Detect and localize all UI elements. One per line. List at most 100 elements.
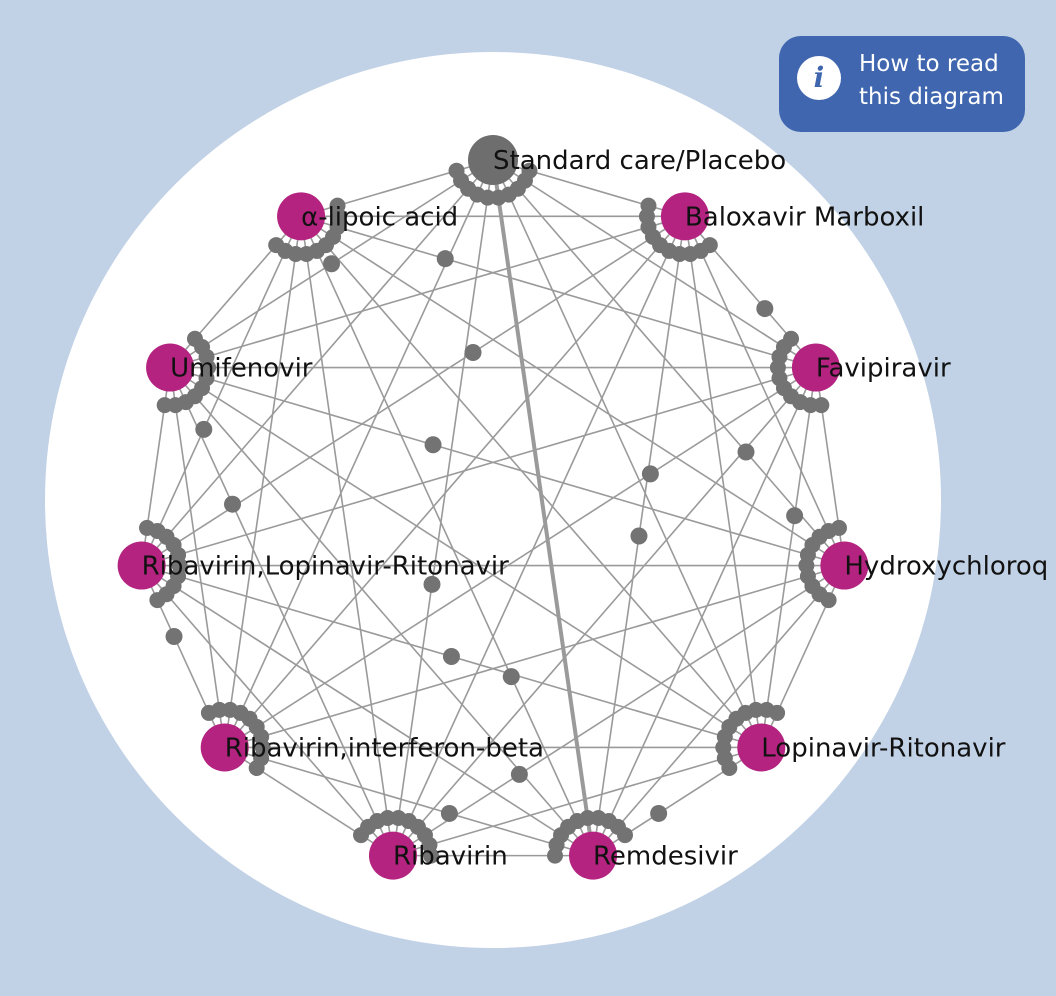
info-icon: i	[797, 56, 841, 100]
comparison-dot-favipiravir-lipoic-mid	[436, 250, 454, 268]
comparison-dots-layer	[139, 162, 847, 864]
edge-hcq-lipoic	[300, 215, 845, 567]
comparison-dot-favipiravir-lopinavir-mid	[786, 507, 804, 525]
edge-riba_ifn-umifenovir	[169, 367, 226, 748]
node-riba_ifn[interactable]	[200, 723, 249, 772]
nodes-layer	[117, 135, 869, 880]
comparison-dot-favipiravir-riba_ifn-mid	[641, 465, 659, 483]
node-label-lipoic: α-lipoic acid	[301, 202, 458, 232]
edge-remdesivir-lipoic	[300, 216, 594, 856]
edge-baloxavir-ribavirin	[392, 216, 686, 856]
comparison-dot-placebo-umifenovir-mid	[323, 255, 341, 273]
comparison-dot-ribavirin-lipoic-a	[379, 810, 396, 827]
node-label-umifenovir: Umifenovir	[170, 354, 313, 384]
edge-riba_lpv-lipoic	[140, 216, 302, 566]
comparison-dot-hcq-lopinavir-b	[769, 704, 786, 721]
edge-lopinavir-ribavirin	[392, 746, 762, 857]
comparison-dot-baloxavir-lipoic-a	[638, 208, 655, 225]
node-label-baloxavir: Baloxavir Marboxil	[685, 202, 924, 232]
node-label-ribavirin: Ribavirin	[393, 842, 508, 872]
node-riba_lpv[interactable]	[117, 541, 166, 590]
edge-favipiravir-riba_lpv	[141, 366, 817, 567]
edge-hcq-remdesivir	[592, 564, 845, 857]
how-to-read-label: How to read this diagram	[859, 48, 1019, 114]
comparison-dot-baloxavir-favipiravir-mid	[756, 300, 774, 318]
node-label-riba_lpv: Ribavirin,Lopinavir-Ritonavir	[142, 552, 509, 582]
edge-favipiravir-remdesivir	[592, 367, 817, 856]
network-background-circle	[45, 52, 941, 948]
comparison-dot-hcq-ribavirin-mid	[510, 765, 528, 783]
edge-hcq-umifenovir	[169, 366, 845, 567]
comparison-dot-hcq-umifenovir-mid	[424, 436, 442, 454]
comparison-dot-lopinavir-lipoic-a	[728, 710, 745, 727]
edge-hcq-riba_ifn	[224, 564, 845, 749]
how-to-read-button[interactable]: i How to read this diagram	[779, 36, 1025, 132]
edge-ribavirin-umifenovir	[169, 367, 394, 856]
edge-baloxavir-riba_ifn	[224, 215, 686, 748]
edge-ribavirin-lipoic	[300, 216, 394, 856]
comparison-dot-ribavirin-umifenovir-mid	[223, 495, 241, 513]
comparison-dot-remdesivir-ribavirin-b	[422, 847, 439, 864]
edge-remdesivir-riba_ifn	[224, 746, 594, 857]
comparison-dot-riba_ifn-riba_lpv-b	[149, 592, 166, 609]
comparison-dot-placebo-ribavirin-mid	[423, 575, 441, 593]
comparison-dot-riba_ifn-riba_lpv-mid	[165, 627, 183, 645]
node-label-favipiravir: Favipiravir	[816, 354, 951, 384]
comparison-dot-riba_ifn-lipoic-a	[222, 701, 239, 718]
edge-placebo-ribavirin	[392, 159, 494, 856]
comparison-dot-placebo-hcq-mid	[737, 443, 755, 461]
node-label-hcq: Hydroxychloroq	[844, 552, 1048, 582]
edge-lopinavir-umifenovir	[169, 366, 762, 749]
comparison-dot-placebo-lipoic-a	[448, 162, 465, 179]
comparison-dot-remdesivir-lipoic-mid	[502, 668, 520, 686]
node-label-lopinavir: Lopinavir-Ritonavir	[761, 733, 1006, 763]
comparison-dot-hcq-lipoic-a	[804, 536, 821, 553]
node-label-remdesivir: Remdesivir	[593, 842, 738, 872]
comparison-dot-baloxavir-remdesivir-mid	[630, 527, 648, 545]
edge-placebo-riba_lpv	[141, 159, 494, 567]
node-label-placebo: Standard care/Placebo	[493, 146, 786, 176]
comparison-dot-lopinavir-remdesivir-mid	[650, 804, 668, 822]
node-umifenovir[interactable]	[146, 343, 195, 392]
edge-riba_ifn-lipoic	[223, 216, 302, 748]
node-label-riba_ifn: Ribavirin,interferon-beta	[225, 733, 544, 763]
node-ribavirin[interactable]	[368, 831, 417, 880]
comparison-dot-baloxavir-riba_lpv-mid	[464, 344, 482, 362]
node-lipoic[interactable]	[277, 192, 326, 241]
edge-hcq-ribavirin	[392, 564, 845, 857]
comparison-dot-lopinavir-riba_lpv-mid	[442, 647, 460, 665]
comparison-dot-umifenovir-lipoic-a	[186, 330, 203, 347]
comparison-dot-riba_lpv-lipoic-a	[149, 522, 166, 539]
node-lopinavir[interactable]	[737, 723, 786, 772]
edge-baloxavir-hcq	[684, 216, 846, 566]
edge-placebo-hcq	[492, 159, 845, 567]
edge-lopinavir-lipoic	[300, 215, 762, 748]
edge-favipiravir-lopinavir	[760, 367, 817, 748]
comparison-dot-riba_lpv-umifenovir-b	[156, 397, 173, 414]
edge-placebo-remdesivir	[491, 159, 595, 856]
comparison-dot-umifenovir-lipoic-b	[268, 237, 285, 254]
edge-placebo-favipiravir	[492, 159, 817, 369]
comparison-dot-ribavirin-riba_ifn-b	[248, 760, 265, 777]
edge-baloxavir-lopinavir	[684, 216, 763, 748]
node-placebo[interactable]	[468, 135, 518, 185]
edge-baloxavir-umifenovir	[169, 215, 686, 369]
edge-remdesivir-riba_lpv	[141, 564, 594, 857]
comparison-dot-remdesivir-riba_ifn-mid	[440, 804, 458, 822]
edges-layer	[140, 159, 846, 857]
node-remdesivir[interactable]	[569, 831, 618, 880]
edge-favipiravir-lipoic	[300, 215, 817, 369]
how-to-read-line-2: this diagram	[859, 84, 1004, 110]
edge-placebo-lopinavir	[492, 159, 763, 748]
node-favipiravir[interactable]	[791, 343, 840, 392]
comparison-dot-baloxavir-favipiravir-b	[783, 330, 800, 347]
edge-favipiravir-riba_ifn	[224, 366, 817, 749]
node-baloxavir[interactable]	[660, 192, 709, 241]
edge-ribavirin-riba_lpv	[141, 564, 394, 857]
comparison-dot-favipiravir-lipoic-a	[771, 348, 788, 365]
node-hcq[interactable]	[820, 541, 869, 590]
how-to-read-line-1: How to read	[859, 51, 999, 77]
